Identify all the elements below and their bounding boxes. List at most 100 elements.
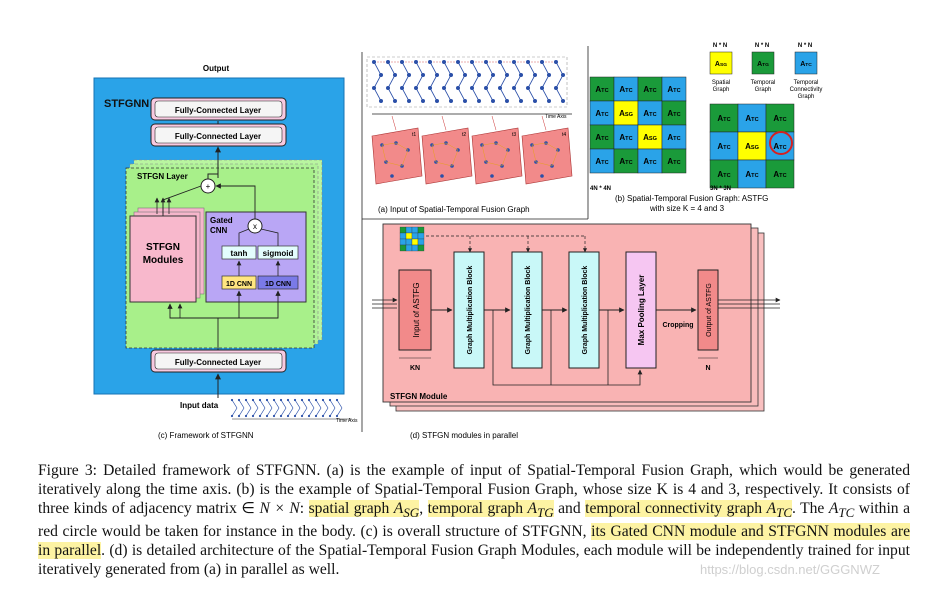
panel-a-caption: (a) Input of Spatial-Temporal Fusion Gra… — [378, 205, 530, 214]
n-label: N — [705, 365, 710, 372]
mini-cell — [399, 226, 407, 234]
fc-layer-top2-label: Fully-Connected Layer — [175, 132, 261, 141]
matrix-cell — [613, 124, 639, 150]
graph-node — [484, 60, 488, 64]
cnn-right-label: 1D CNN — [265, 281, 291, 288]
mini-cell — [411, 244, 419, 252]
matrix-cell — [737, 131, 767, 161]
graph-node — [393, 99, 397, 103]
tile-label: t1 — [412, 132, 416, 138]
tile-node — [390, 174, 394, 178]
matrix-cell — [661, 124, 687, 150]
matrix-cell-label: ASG — [715, 61, 727, 68]
graph-node — [435, 73, 439, 77]
legend-name: Graph — [713, 87, 730, 93]
highlight-spatial-graph: spatial graph ASG — [308, 500, 420, 521]
graph-node — [442, 86, 446, 90]
cnn-left-label: 1D CNN — [226, 281, 252, 288]
strip-node — [300, 414, 304, 418]
graph-node — [442, 60, 446, 64]
gm-block-3-label: Graph Multiplication Block — [582, 266, 589, 355]
matrix-cell-label: ATC — [619, 133, 632, 142]
caption-text-5: . The — [792, 500, 829, 517]
tile-node — [440, 174, 444, 178]
graph-node — [449, 99, 453, 103]
matrix-cell — [661, 148, 687, 174]
matrix-cell — [637, 76, 663, 102]
matrix-cell-label: ATC — [773, 142, 786, 151]
matrix-cell-label: ATC — [717, 170, 730, 179]
mini-matrix-icon — [399, 226, 425, 252]
input-time-strip — [230, 398, 352, 420]
strip-node — [293, 414, 297, 418]
matrix-cell — [709, 159, 739, 189]
gm-block-2-label: Graph Multiplication Block — [525, 266, 532, 355]
gated-cnn-label-1: Gated — [210, 216, 233, 225]
strip-node — [321, 414, 325, 418]
matrix-cell-label: ATC — [619, 85, 632, 94]
matrix-cell — [589, 100, 615, 126]
matrix-cell-label: ATC — [667, 133, 680, 142]
matrix-cell-label: ATC — [643, 157, 656, 166]
fusion-tile — [421, 127, 473, 185]
graph-node — [526, 86, 530, 90]
legend-swatch — [794, 51, 818, 75]
legend-name: Connectivity — [790, 87, 823, 93]
strip-node — [335, 414, 339, 418]
stfgn-layer-label: STFGN Layer — [137, 172, 188, 181]
a-time-axis-label: Time Axis — [545, 114, 567, 120]
strip-node — [251, 414, 255, 418]
legend-name: Temporal — [751, 80, 776, 86]
strip-node — [279, 398, 283, 402]
strip-node — [328, 398, 332, 402]
graph-node — [491, 73, 495, 77]
mini-cell — [417, 244, 425, 252]
graph-node — [533, 99, 537, 103]
matrix-cell — [613, 100, 639, 126]
matrix-cell — [765, 159, 795, 189]
graph-node — [554, 86, 558, 90]
caption-text-3: , — [419, 500, 428, 517]
matrix-cell — [637, 124, 663, 150]
mini-cell — [405, 226, 413, 234]
graph-node — [414, 86, 418, 90]
legend-name: Graph — [798, 94, 815, 100]
strip-node — [237, 414, 241, 418]
strip-node — [286, 398, 290, 402]
graph-node — [456, 86, 460, 90]
graph-node — [400, 60, 404, 64]
matrix-cell-label: ATC — [595, 133, 608, 142]
graph-node — [379, 73, 383, 77]
kn-label: KN — [410, 365, 420, 372]
graph-node — [386, 60, 390, 64]
tile-label: t2 — [462, 132, 466, 138]
mini-cell — [405, 244, 413, 252]
graph-node — [414, 60, 418, 64]
graph-node — [554, 60, 558, 64]
mini-cell — [405, 238, 413, 246]
matrix-cell — [661, 100, 687, 126]
strip-node — [286, 414, 290, 418]
stfgnn-title: STFGNN — [104, 98, 149, 110]
caption-math-atc: A — [828, 500, 839, 517]
graph-node — [463, 99, 467, 103]
gm-block-1-label: Graph Multiplication Block — [467, 266, 474, 355]
mini-cell — [399, 238, 407, 246]
strip-node — [244, 398, 248, 402]
stfgn-modules-label-2: Modules — [143, 255, 184, 266]
strip-node — [328, 414, 332, 418]
left-matrix-size: 4N * 4N — [590, 186, 611, 192]
mini-cell — [417, 226, 425, 234]
matrix-cell-label: ATC — [717, 142, 730, 151]
output-label: Output — [203, 64, 230, 73]
matrix-cell — [637, 100, 663, 126]
graph-node — [547, 99, 551, 103]
matrix-cell-label: ASG — [745, 142, 759, 151]
right-matrix-size: 3N * 3N — [710, 186, 731, 192]
matrix-cell-label: ATC — [667, 109, 680, 118]
graph-node — [540, 60, 544, 64]
legend-name: Temporal — [794, 80, 819, 86]
